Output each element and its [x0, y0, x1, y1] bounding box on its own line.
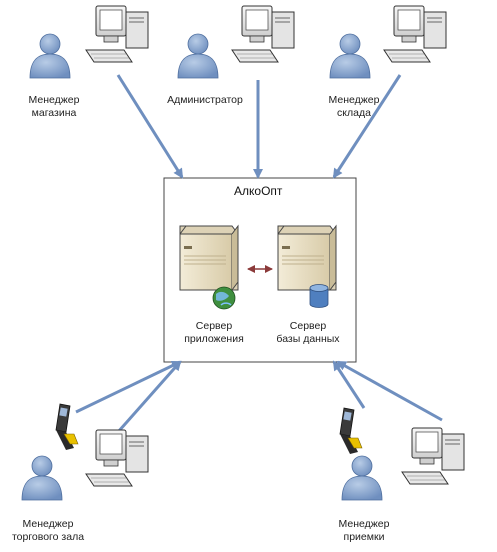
- warehouse-manager-label-line1: Менеджер: [328, 94, 380, 106]
- app-server-icon: [179, 225, 239, 310]
- db-server-icon: [277, 225, 337, 308]
- scanner-icon: [55, 403, 79, 451]
- system-title: АлкоОпт: [234, 184, 283, 198]
- workstation-icon: [85, 5, 149, 63]
- warehouse-manager-label-line2: склада: [337, 107, 371, 119]
- store-manager-label: Менеджер магазина: [14, 94, 94, 120]
- arrow-floor-workstation: [116, 360, 182, 433]
- floor-manager-label-line1: Менеджер: [22, 518, 74, 530]
- app-server-label-line2: приложения: [184, 333, 244, 345]
- arrow-floor-scanner: [75, 360, 182, 414]
- database-icon: [309, 284, 329, 308]
- app-server-label-line1: Сервер: [195, 320, 233, 332]
- db-server-label-line1: Сервер: [289, 320, 327, 332]
- store-manager-label-line2: магазина: [31, 107, 77, 119]
- arrow-warehouse-manager: [332, 74, 402, 179]
- person-icon: [21, 455, 63, 501]
- receiving-manager-label: Менеджер приемки: [326, 518, 402, 544]
- store-manager-label-line1: Менеджер: [28, 94, 80, 106]
- person-icon: [341, 455, 383, 501]
- floor-manager-label-line2: торгового зала: [11, 531, 85, 543]
- db-server-label-line2: базы данных: [276, 333, 340, 345]
- receiving-manager-label-line1: Менеджер: [338, 518, 390, 530]
- db-server-label: Сервер базы данных: [268, 320, 348, 346]
- person-icon: [177, 33, 219, 79]
- workstation-icon: [401, 427, 465, 485]
- admin-label-line1: Администратор: [167, 94, 243, 106]
- floor-manager-label: Менеджер торгового зала: [0, 518, 96, 544]
- arrow-store-manager: [116, 74, 184, 179]
- workstation-icon: [383, 5, 447, 63]
- workstation-icon: [231, 5, 295, 63]
- admin-label: Администратор: [160, 94, 250, 107]
- scanner-icon: [339, 407, 363, 455]
- warehouse-manager-label: Менеджер склада: [318, 94, 390, 120]
- app-server-label: Сервер приложения: [176, 320, 252, 346]
- arrow-receiving-workstation: [336, 360, 443, 422]
- receiving-manager-label-line2: приемки: [343, 531, 385, 543]
- person-icon: [329, 33, 371, 79]
- workstation-icon: [85, 429, 149, 487]
- person-icon: [29, 33, 71, 79]
